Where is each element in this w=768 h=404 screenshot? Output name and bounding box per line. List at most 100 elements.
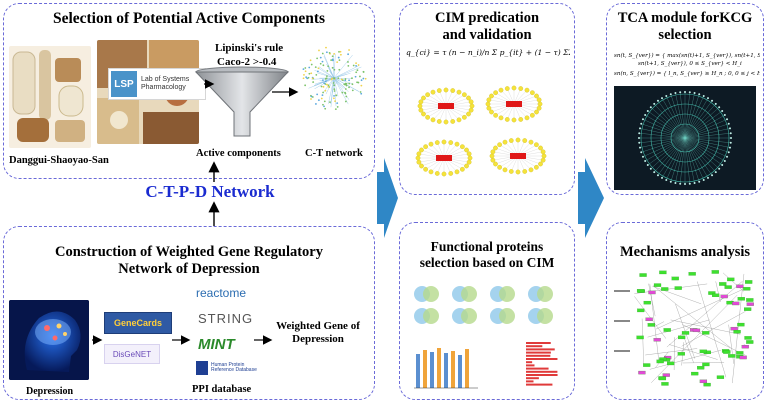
fp-bar xyxy=(437,348,441,388)
ct-node xyxy=(324,77,327,80)
ct-node xyxy=(345,95,348,98)
mechanisms-pathway-map xyxy=(614,270,754,387)
cim-node xyxy=(466,151,472,157)
mech-node xyxy=(744,307,752,311)
tca-node xyxy=(707,176,709,179)
cim-node xyxy=(464,163,469,169)
mech-node xyxy=(645,317,653,322)
mech-node xyxy=(639,273,647,277)
cim-node xyxy=(464,147,469,153)
tca-node xyxy=(698,180,701,183)
cim-node xyxy=(493,112,498,118)
ct-node xyxy=(362,71,365,73)
ct-node xyxy=(344,78,347,80)
ct-node xyxy=(332,82,335,84)
ct-edge xyxy=(318,66,335,79)
tca-node xyxy=(679,91,682,94)
mech-edge xyxy=(697,281,727,378)
ct-edge xyxy=(333,77,344,89)
herb-label: Danggui-Shaoyao-San xyxy=(9,155,109,166)
tca-node xyxy=(640,122,643,125)
mech-node xyxy=(723,350,731,354)
ct-node xyxy=(312,81,315,83)
mech-node xyxy=(674,286,682,290)
tca-node xyxy=(644,114,647,116)
tca-node xyxy=(726,118,729,121)
tca-title: TCA module forKCG selection xyxy=(617,10,753,43)
cim-node xyxy=(493,161,498,167)
cim-node xyxy=(497,164,502,170)
fp-venn-right xyxy=(461,286,477,302)
tca-spoke xyxy=(639,133,686,139)
tca-spoke xyxy=(645,114,686,139)
ct-node xyxy=(331,55,334,58)
tca-node xyxy=(646,109,649,112)
tca-spoke xyxy=(641,137,686,153)
cim-hub-node xyxy=(510,153,526,159)
fp-bar xyxy=(416,354,420,388)
ct-node xyxy=(333,94,335,97)
ct-node xyxy=(355,71,358,74)
mech-node xyxy=(658,376,667,381)
fp-hbar xyxy=(526,351,551,354)
hprd-mark xyxy=(196,361,208,375)
tca-spoke xyxy=(645,137,686,162)
tca-node xyxy=(669,93,672,96)
cim-node xyxy=(518,117,524,122)
mech-node xyxy=(737,297,745,301)
mech-node xyxy=(745,280,753,284)
tca-node xyxy=(661,176,663,179)
cim-node xyxy=(448,140,454,145)
mech-node xyxy=(702,362,710,367)
cim-node xyxy=(454,141,460,147)
cim-node xyxy=(428,169,434,175)
tca-node xyxy=(640,151,643,154)
cim-node xyxy=(486,97,492,103)
tca-formula-graphic: sn(t, S_{ver}) = { max(sn(t)+1, S_{ver})… xyxy=(614,52,760,77)
mech-node xyxy=(711,270,719,274)
mech-node xyxy=(638,370,646,375)
ct-node xyxy=(360,92,363,95)
mech-node xyxy=(688,272,696,276)
tca-spoke xyxy=(684,137,716,173)
cim-hub-node xyxy=(506,101,522,107)
active-components-title: Selection of Potential Active Components xyxy=(52,10,326,27)
tca-node xyxy=(702,94,705,97)
tca-spoke xyxy=(647,137,686,166)
hprd-logo: Human Protein Reference Database xyxy=(196,360,258,376)
ct-node xyxy=(305,76,308,79)
ct-edge xyxy=(333,77,339,97)
grn-title: Construction of Weighted Gene Regulatory… xyxy=(55,244,323,277)
ct-node xyxy=(322,64,325,67)
tca-spoke xyxy=(642,119,686,139)
fp-bar xyxy=(430,352,434,388)
cim-node xyxy=(504,86,510,91)
tca-spoke xyxy=(639,137,686,148)
fp-venn-right xyxy=(423,286,439,302)
mech-node xyxy=(659,270,667,275)
ct-node xyxy=(338,59,341,62)
mech-node xyxy=(671,276,679,281)
ct-node xyxy=(320,97,323,100)
ct-node xyxy=(364,77,367,80)
tca-spoke xyxy=(684,92,690,139)
ct-node xyxy=(335,94,338,97)
cim-node xyxy=(498,115,504,121)
ct-node xyxy=(355,65,357,67)
cim-node xyxy=(534,164,539,170)
ct-node xyxy=(303,73,305,76)
mech-edge xyxy=(647,319,710,338)
ct-node xyxy=(360,84,363,87)
fp-hbar xyxy=(526,361,533,364)
cim-node xyxy=(456,117,462,123)
fp-venn-right xyxy=(537,308,553,324)
mech-node xyxy=(681,331,690,335)
ct-node xyxy=(362,77,365,80)
mech-edge xyxy=(670,319,741,335)
ct-node xyxy=(333,84,336,87)
tca-spoke xyxy=(684,137,690,184)
ct-node xyxy=(330,59,333,62)
ct-node xyxy=(351,89,354,92)
tca-node xyxy=(665,94,668,97)
ct-node xyxy=(339,50,342,53)
